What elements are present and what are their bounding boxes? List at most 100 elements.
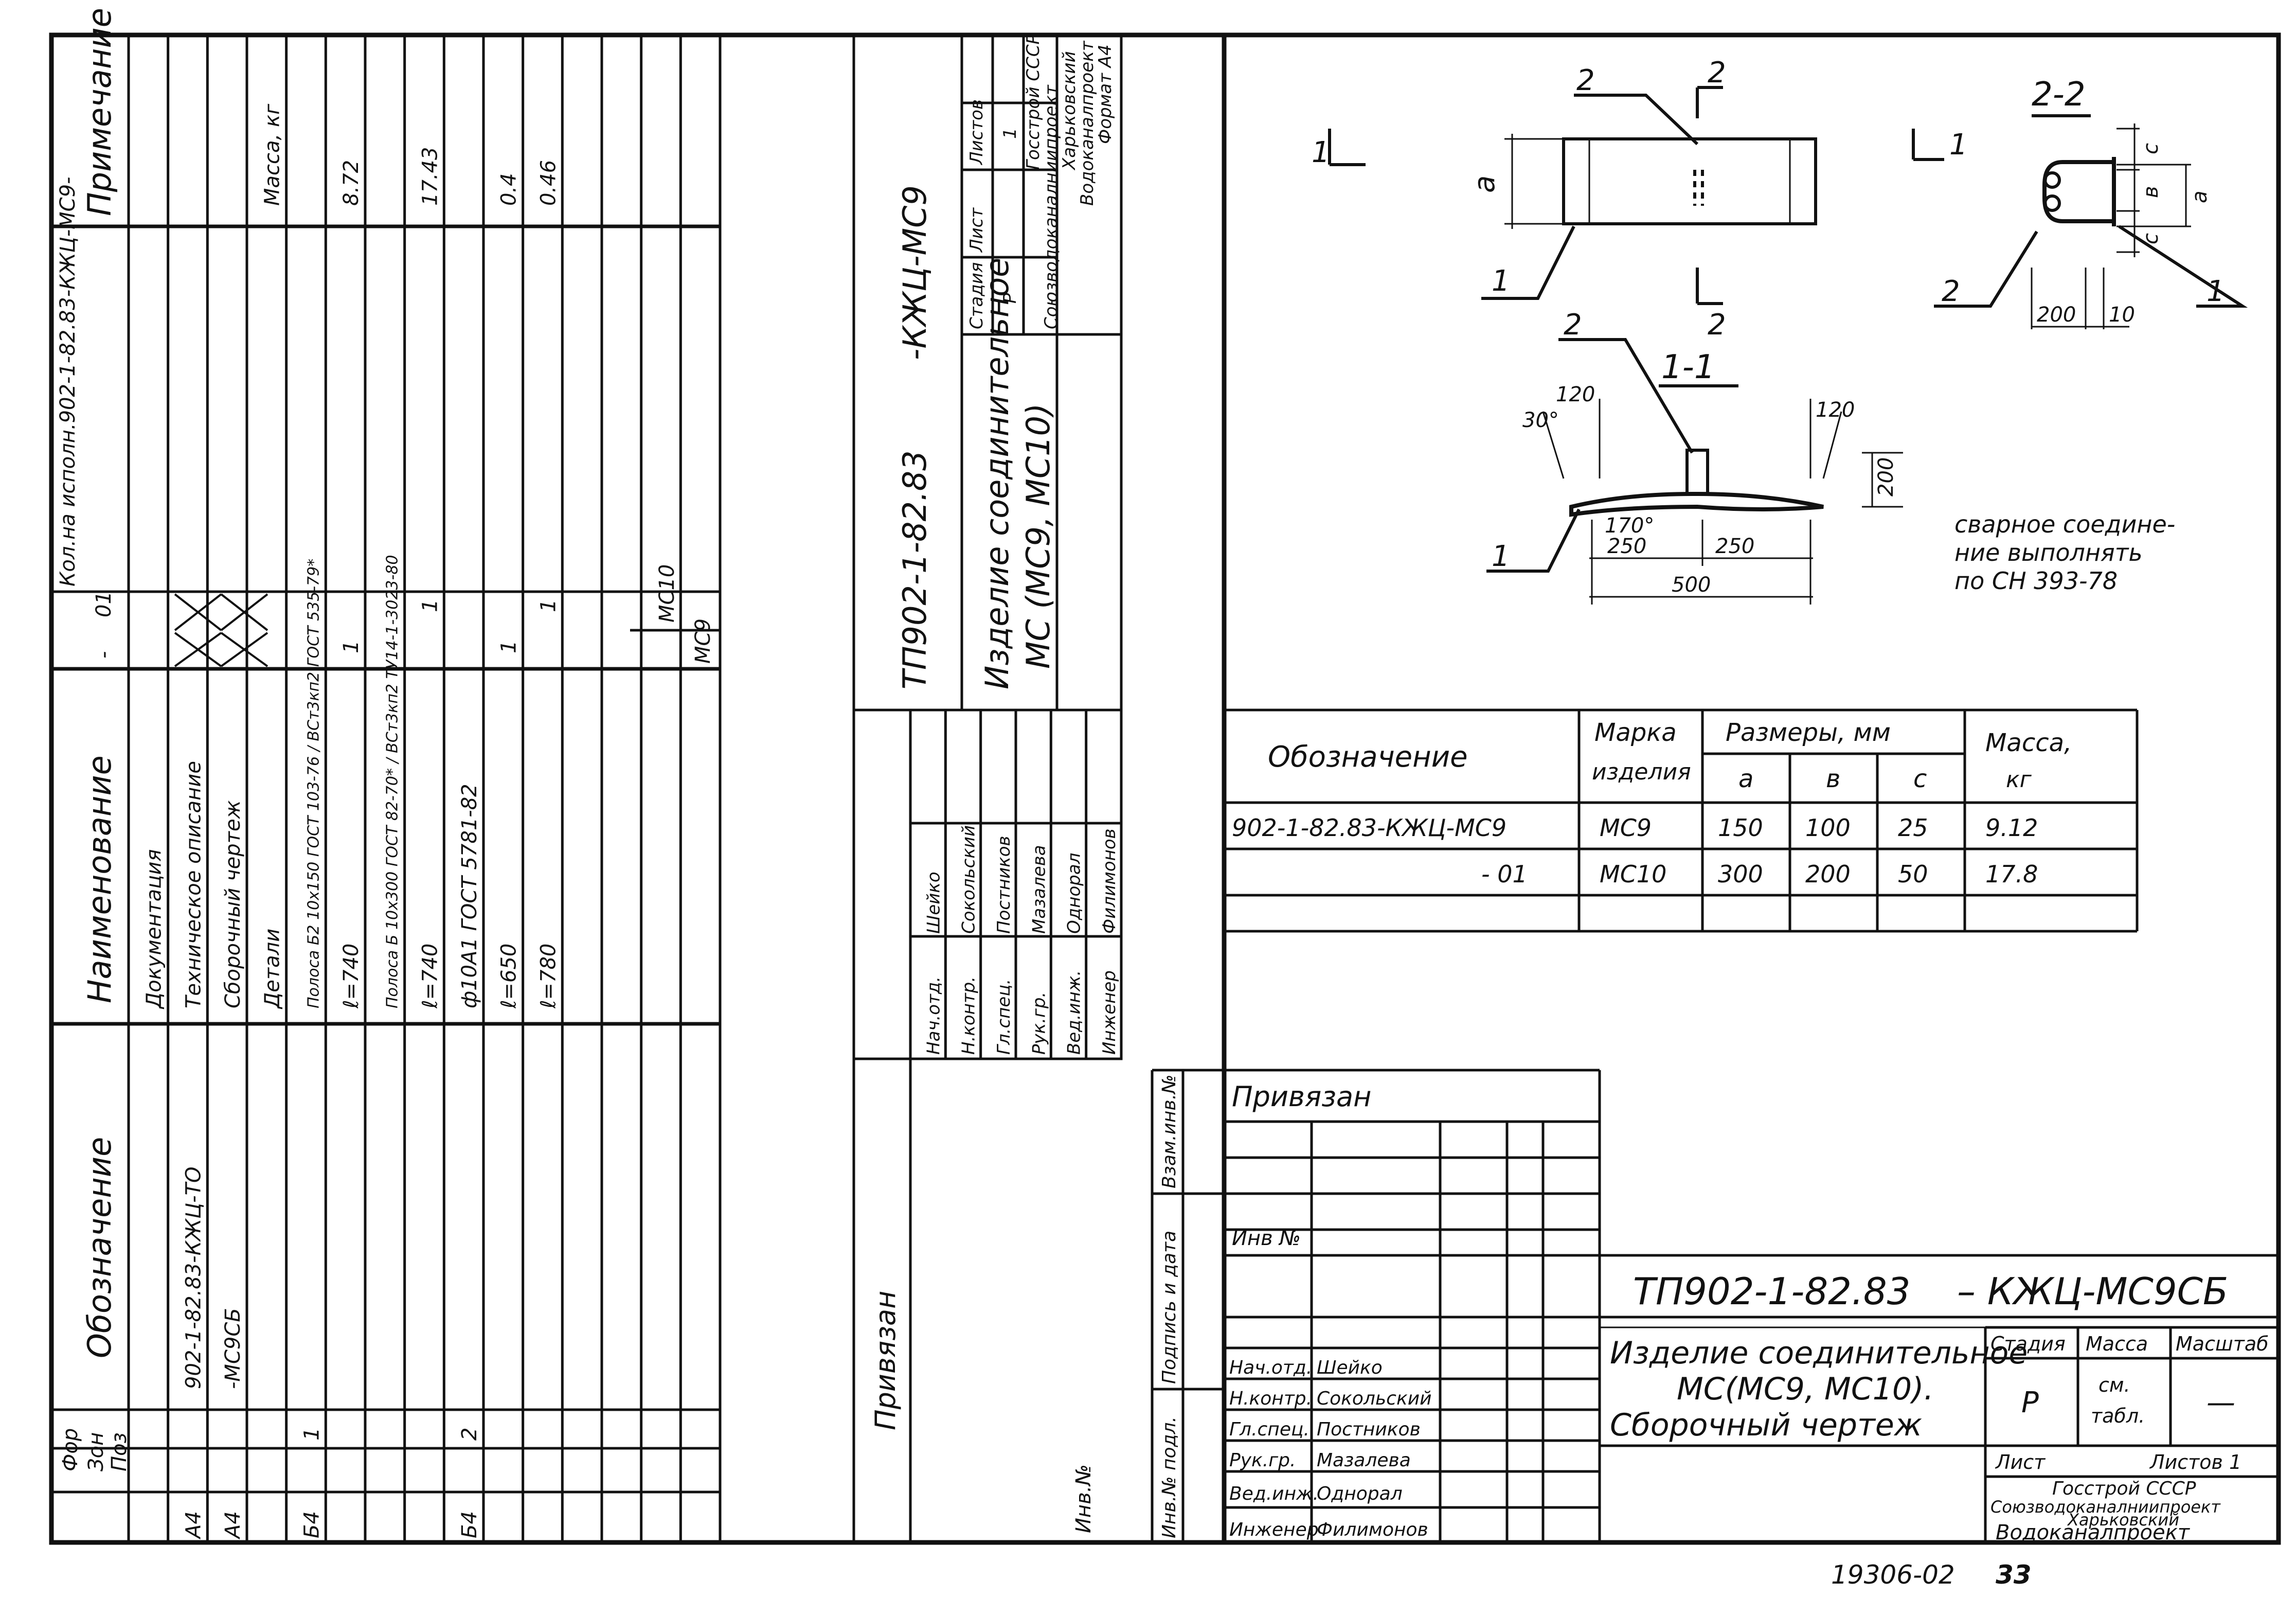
size-row-c: 25 [1898,814,1928,842]
spec-row-format: Б4 [300,1511,324,1538]
stamp-inv: Инв № [1232,1227,1301,1250]
specification-table [51,35,722,1542]
spec-header-pos: Поз [107,1432,131,1471]
spec-row-name: ℓ=650 [497,944,521,1009]
size-table-h-b: в [1826,765,1840,793]
dim-250-left: 250 [1607,535,1646,558]
spec-header-format: Фор [59,1428,82,1471]
footer-code: 19306-02 [1831,1560,1955,1590]
spec-header-qty-01: 01 [92,591,116,617]
mark-2-topview: 2 [1576,64,1595,97]
size-row-designation: - 01 [1481,860,1528,888]
dim-500: 500 [1672,573,1711,597]
spec-row-qty-2: 1 [418,599,442,612]
size-table [1224,708,2139,933]
stamp-sheets-h: Листов 1 [2149,1451,2241,1473]
vt-title-a: Изделие соединительное [978,258,1016,689]
stamp-person-name: Шейко [1317,1357,1383,1378]
dim-120-left: 120 [1556,383,1595,406]
assembly-drawing [1328,86,2248,605]
spec-row-name: Полоса Б2 10х150 ГОСТ 103-76 / ВСт3кп2 Г… [304,559,322,1008]
size-row-a: 300 [1718,860,1763,888]
stamp-person-name: Сокольский [1317,1388,1432,1409]
size-table-h-mark-a: Марка [1594,718,1677,747]
stamp-role: Гл.спец. [1229,1419,1310,1440]
spec-row-qty-1: 1 [497,641,521,653]
stamp-person-name: Филимонов [1317,1519,1428,1540]
stamp-side-signature: Подпись и дата [1159,1231,1180,1384]
vt-stage-h: Стадия [966,262,987,329]
dim-c-top: с [2139,143,2163,154]
weld-note-line-3: по СН 393-78 [1954,567,2118,595]
dim-c-bottom: с [2139,233,2163,244]
plate-top-view [1562,137,1817,225]
dim-a-label: a [1468,175,1501,193]
stamp-scale: — [2207,1386,2235,1419]
size-row-designation: 902-1-82.83-КЖЦ-МС9 [1232,814,1506,842]
stamp-privyazan: Привязан [1232,1080,1371,1113]
mark-2-section22: 2 [1942,275,1960,308]
size-row-a: 150 [1718,814,1763,842]
spec-mass-mc9: МС9 [691,618,715,664]
vt-inv: Инв.№ [1072,1464,1096,1533]
stamp-org-b: Союзводоканалниипроект [1990,1497,2221,1517]
spec-row-note: 8.72 [339,160,363,206]
vt-role: Вед.инж. [1064,970,1085,1055]
weld-note-line-2: ние выполнять [1954,539,2143,566]
size-row-b: 200 [1805,860,1851,888]
stamp-person-name: Постников [1317,1419,1421,1440]
spec-header-designation: Обозначение [81,1137,118,1358]
vt-org-a: Госстрой СССР [1023,34,1044,170]
stamp-side-vzam: Взам.инв.№ [1159,1074,1180,1188]
spec-row-name: ℓ=780 [536,944,560,1009]
mark-2-section11: 2 [1564,308,1582,342]
vt-person-name: Однорал [1064,853,1085,934]
spec-header-zone: Зон [84,1432,108,1471]
spec-header-note: Примечание [81,8,118,216]
spec-row-note: 0.4 [497,173,521,206]
spec-row-name: Техническое описание [182,761,205,1008]
dim-170: 170° [1605,514,1654,538]
stamp-person-name: Однорал [1317,1483,1403,1504]
vt-person-name: Шейко [923,872,944,934]
vt-sheet-h: Лист [966,207,987,253]
stamp-title-b: МС(МС9, МС10). [1677,1371,1934,1407]
spec-row-pos: 2 [458,1428,481,1441]
mark-1-left: 1 [1312,136,1330,169]
stamp-stage-h: Стадия [1990,1333,2066,1355]
spec-row-note: 0.46 [536,160,560,206]
spec-row-name: ℓ=740 [418,944,442,1009]
vt-org-c: Харьковский [1059,51,1080,171]
mark-1-topview: 1 [1492,264,1510,298]
bottom-stamp [1151,1069,2279,1542]
vt-privyazan: Привязан [869,1291,902,1430]
stamp-mass-b: табл. [2091,1405,2145,1427]
spec-row-name: Сборочный чертеж [221,800,245,1008]
size-row-mark: МС9 [1600,814,1652,842]
vt-person-name: Сокольский [959,825,979,934]
stamp-role: Нач.отд. [1229,1357,1312,1378]
vt-code-b: -КЖЦ-МС9 [896,185,934,360]
vt-org-b: Союзводоканалниипроект [1041,84,1062,329]
vt-role: Нач.отд. [923,976,944,1055]
spec-row-format: А4 [182,1511,205,1540]
stamp-org-a: Госстрой СССР [2052,1478,2196,1499]
vt-title-b: МС (МС9, МС10) [1019,403,1057,669]
spec-row-name: ф10А1 ГОСТ 5781-82 [458,784,481,1008]
vt-format: Формат А4 [1095,44,1116,144]
vt-code-a: ТП902-1-82.83 [896,450,934,689]
spec-row-name: Полоса Б 10х300 ГОСТ 82-70* / ВСт3кп2 ТУ… [384,555,402,1009]
stamp-scale-h: Масштаб [2176,1333,2269,1355]
stamp-role: Инженер [1229,1519,1319,1540]
spec-row-format: А4 [221,1511,245,1540]
vt-person-name: Филимонов [1099,828,1120,934]
size-table-h-designation: Обозначение [1268,740,1468,774]
spec-header-qty: Кол.на исполн.902-1-82.83-КЖЦ-МС9- [56,177,80,587]
mark-1-right: 1 [1949,128,1968,162]
spec-header-name: Наименование [81,755,118,1003]
vt-role: Рук.гр. [1029,992,1049,1055]
size-table-h-sizes: Размеры, мм [1726,718,1891,747]
dim-10-section22: 10 [2109,303,2135,327]
stamp-mass-h: Масса [2086,1333,2148,1355]
size-row-b: 100 [1805,814,1851,842]
